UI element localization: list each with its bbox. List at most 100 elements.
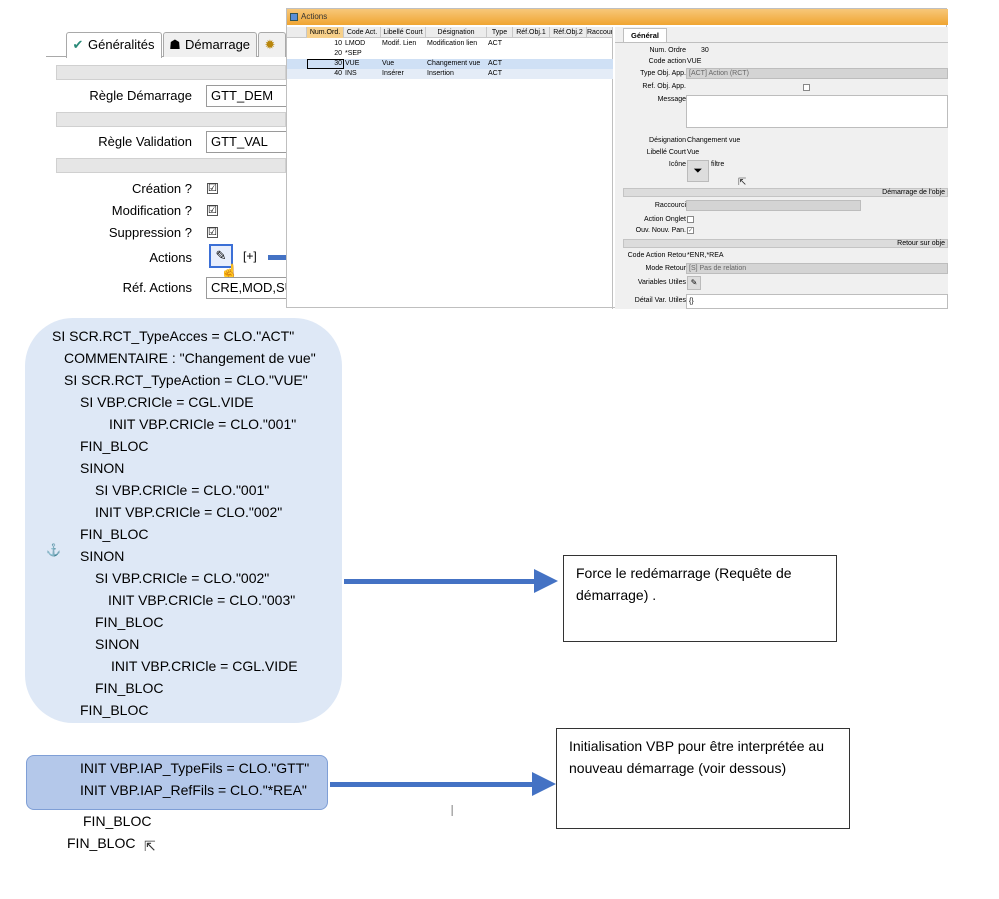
- window-title-bar: Actions: [287, 9, 948, 25]
- libelle-value[interactable]: Vue: [687, 149, 700, 156]
- edit-icon[interactable]: ✎: [687, 276, 701, 290]
- section-band: [56, 65, 286, 80]
- row-focus: [307, 59, 344, 69]
- code-line: SI VBP.CRICle = CLO."002": [95, 570, 270, 586]
- regle-validation-field[interactable]: GTT_VAL: [206, 131, 286, 153]
- cell-code: INS: [345, 70, 357, 77]
- code-line: INIT VBP.CRICle = CGL.VIDE: [111, 658, 298, 674]
- tab-general[interactable]: Général: [623, 28, 667, 42]
- mouse-cursor-icon: ⇱: [738, 177, 747, 188]
- actions-label: Actions: [149, 250, 192, 265]
- table-row[interactable]: 40 INS Insérer Insertion ACT: [287, 69, 613, 79]
- cell-num: 10: [334, 40, 342, 47]
- designation-label: Désignation: [649, 137, 686, 144]
- cell-des: Modification lien: [427, 40, 478, 47]
- ref-obj-lookup[interactable]: [803, 84, 810, 91]
- table-row[interactable]: 10 LMOD Modif. Lien Modification lien AC…: [287, 39, 613, 49]
- ref-actions-field[interactable]: CRE,MOD,SU: [206, 277, 286, 299]
- col-code-act[interactable]: Code Act.: [344, 27, 381, 38]
- arrow-head: [532, 772, 556, 796]
- code-line: FIN_BLOC: [80, 438, 149, 454]
- tab-underline: [615, 42, 948, 43]
- col-ref-obj2[interactable]: Réf.Obj.2: [550, 27, 587, 38]
- tab-generalites[interactable]: ✔Généralités: [66, 32, 162, 58]
- ouv-nouv-checkbox[interactable]: ✓: [687, 227, 694, 234]
- message-field[interactable]: [686, 95, 948, 128]
- mode-retour-field[interactable]: [S] Pas de relation: [686, 263, 948, 274]
- code-line: SINON: [95, 636, 140, 652]
- ref-actions-label: Réf. Actions: [122, 280, 192, 295]
- modification-checkbox[interactable]: ☑: [207, 205, 218, 216]
- designation-value[interactable]: Changement vue: [687, 137, 741, 144]
- table-row[interactable]: 20 *SEP: [287, 49, 613, 59]
- tab-generalites-label: Généralités: [88, 37, 155, 52]
- code-line: FIN_BLOC: [83, 813, 152, 829]
- num-ordre-value[interactable]: 30: [701, 47, 709, 54]
- detail-form: Général Num. Ordre 30 Code action VUE Ty…: [615, 27, 948, 309]
- expand-button[interactable]: [+]: [243, 249, 257, 263]
- cell-code: *SEP: [345, 50, 362, 57]
- table-row-selected[interactable]: 30 VUE Vue Changement vue ACT: [287, 59, 613, 69]
- tab-demarrage-label: Démarrage: [185, 37, 251, 52]
- cell-lib: Modif. Lien: [382, 40, 417, 47]
- code-block-highlight: [26, 755, 328, 810]
- cell-type: ACT: [488, 70, 502, 77]
- col-type[interactable]: Type: [487, 27, 513, 38]
- anchor-icon: ⚓: [46, 543, 61, 557]
- code-line: FIN_BLOC: [80, 702, 149, 718]
- tab-demarrage[interactable]: ☗ Démarrage: [163, 32, 257, 57]
- callout-restart: Force le redémarrage (Requête de démarra…: [563, 555, 837, 642]
- num-ordre-label: Num. Ordre: [649, 47, 686, 54]
- ref-obj-label: Ref. Obj. App.: [642, 83, 686, 90]
- code-line: INIT VBP.IAP_RefFils = CLO."*REA": [80, 782, 307, 798]
- actions-grid: Num.Ord. Code Act. Libellé Court Désigna…: [287, 27, 613, 309]
- gear-icon: ✹: [264, 37, 276, 52]
- variables-label: Variables Utiles: [637, 279, 686, 286]
- tab-other[interactable]: ✹: [258, 32, 286, 57]
- actions-window: Actions Num.Ord. Code Act. Libellé Court…: [286, 8, 948, 309]
- cell-lib: Insérer: [382, 70, 404, 77]
- raccourci-label: Raccourci: [654, 202, 686, 209]
- cell-des: Insertion: [427, 70, 454, 77]
- cell-type: ACT: [488, 40, 502, 47]
- code-line: SI SCR.RCT_TypeAcces = CLO."ACT": [52, 328, 295, 344]
- arrow: [330, 782, 534, 787]
- filter-icon[interactable]: ⏷: [687, 160, 709, 182]
- mouse-cursor-icon: ⇱: [144, 838, 156, 854]
- cell-code: LMOD: [345, 40, 366, 47]
- type-obj-field[interactable]: [ACT] Action (RCT): [686, 68, 948, 79]
- col-num-ord[interactable]: Num.Ord.: [307, 27, 344, 38]
- suppression-checkbox[interactable]: ☑: [207, 227, 218, 238]
- cell-lib: Vue: [382, 60, 395, 67]
- tab-bar: ✔Généralités ☗ Démarrage ✹: [46, 30, 286, 58]
- actions-button[interactable]: ✎: [209, 244, 233, 268]
- col-designation[interactable]: Désignation: [426, 27, 487, 38]
- raccourci-select[interactable]: [686, 200, 861, 211]
- properties-panel: ✔Généralités ☗ Démarrage ✹ Règle Démarrag…: [46, 30, 286, 308]
- suppression-label: Suppression ?: [108, 225, 192, 240]
- code-action-label: Code action: [648, 58, 686, 65]
- person-icon: ☗: [169, 37, 181, 52]
- detail-var-label: Détail Var. Utiles: [634, 297, 686, 304]
- col-ref-obj1[interactable]: Réf.Obj.1: [513, 27, 550, 38]
- regle-validation-label: Règle Validation: [98, 134, 192, 149]
- col-raccourci[interactable]: Raccour: [587, 27, 613, 38]
- detail-var-field[interactable]: {}: [686, 294, 948, 309]
- creation-checkbox[interactable]: ☑: [207, 183, 218, 194]
- cell-type: ACT: [488, 60, 502, 67]
- code-action-value[interactable]: VUE: [687, 58, 702, 65]
- arrow-head: [534, 569, 558, 593]
- code-retour-value[interactable]: *ENR,*REA: [687, 252, 724, 259]
- icone-value: filtre: [711, 161, 725, 168]
- arrow: [344, 579, 536, 584]
- cell-num: 30: [334, 60, 342, 67]
- code-line: FIN_BLOC: [95, 614, 164, 630]
- window-icon: [290, 13, 298, 21]
- regle-demarrage-label: Règle Démarrage: [89, 88, 192, 103]
- code-line: SINON: [80, 548, 125, 564]
- action-onglet-checkbox[interactable]: [687, 216, 694, 223]
- regle-demarrage-field[interactable]: GTT_DEM: [206, 85, 286, 107]
- col-libelle[interactable]: Libellé Court: [381, 27, 426, 38]
- icone-label: Icône: [668, 161, 686, 168]
- code-line: INIT VBP.CRICle = CLO."003": [108, 592, 296, 608]
